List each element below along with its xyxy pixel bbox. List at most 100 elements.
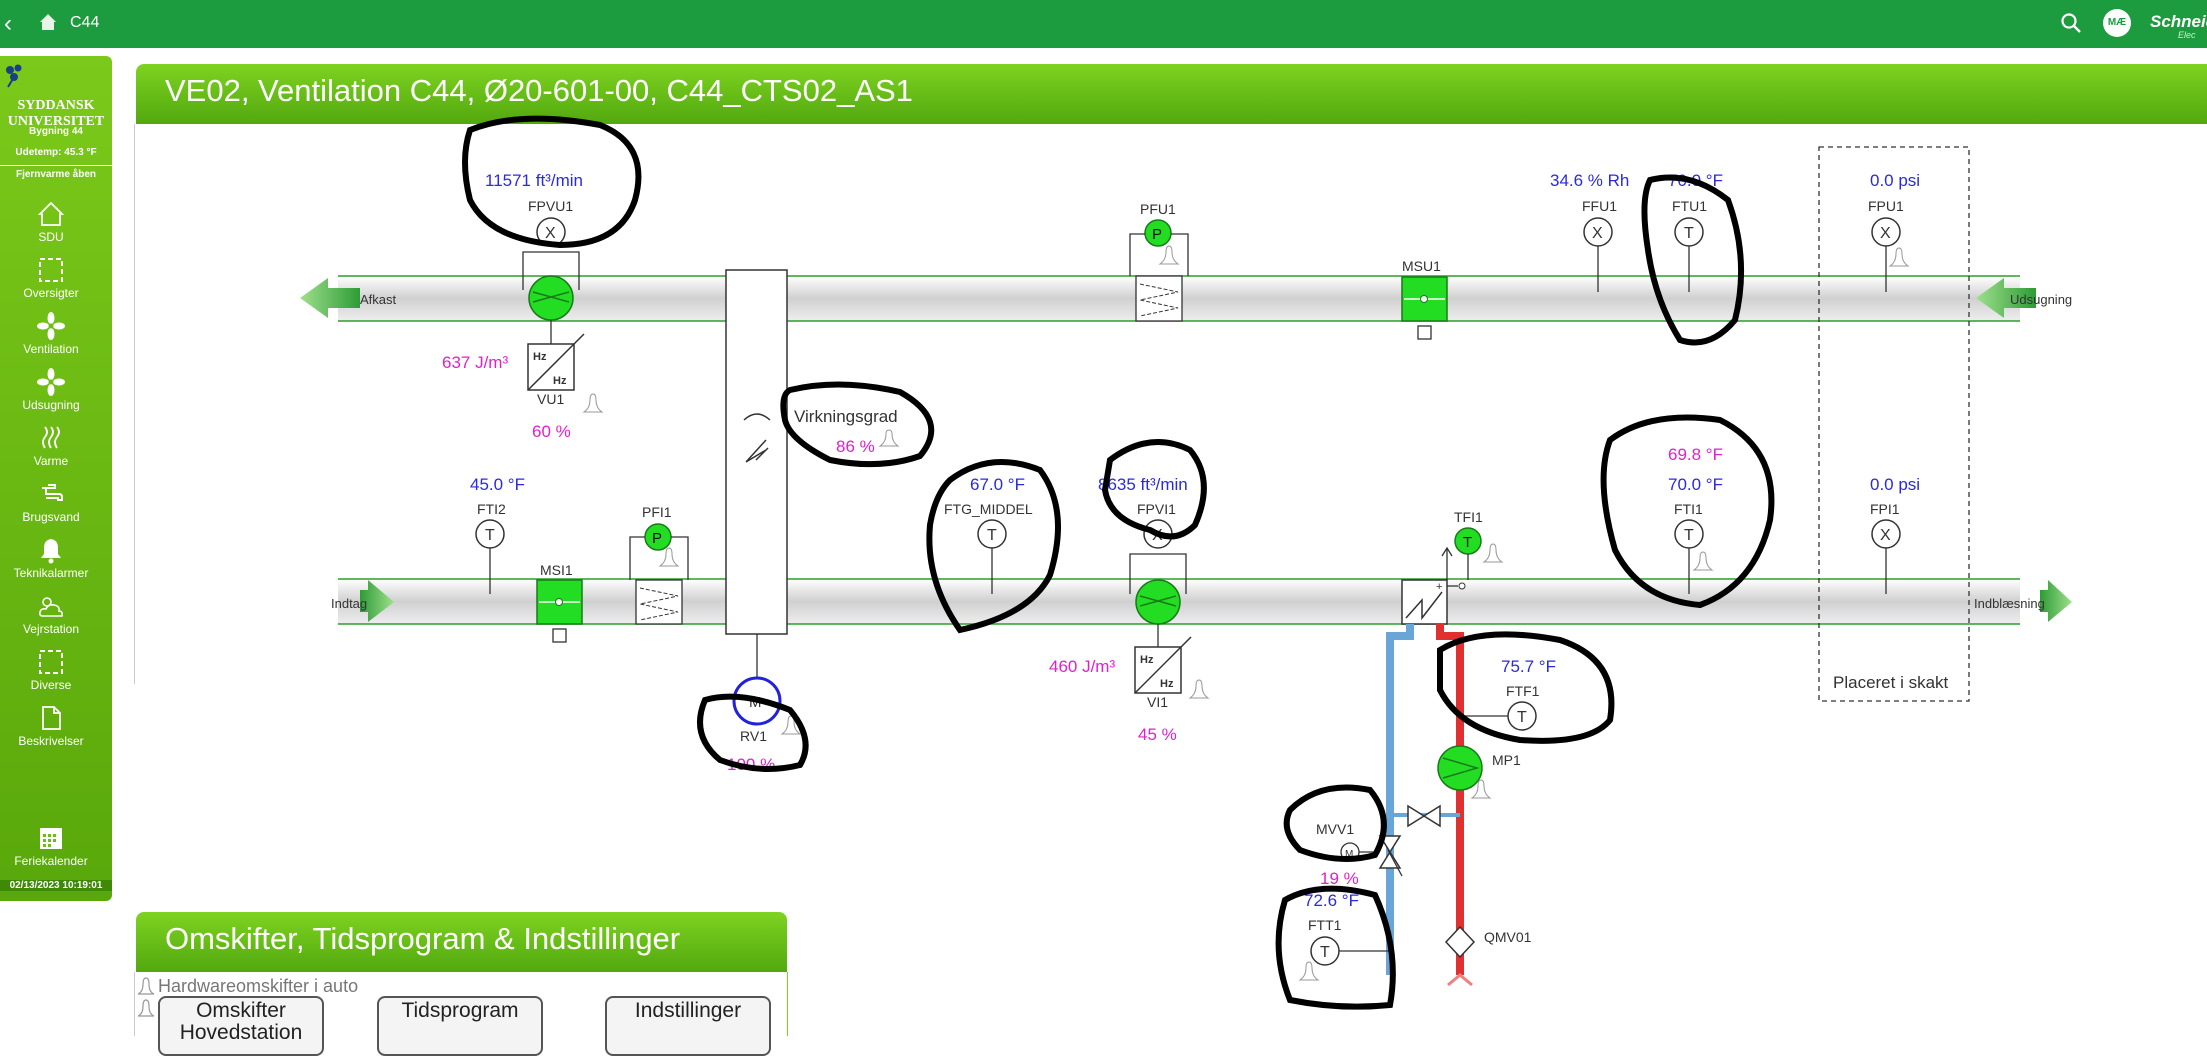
mvv1-label: MVV1 <box>1316 821 1354 837</box>
alarm-bell-icon[interactable] <box>138 974 156 1018</box>
sidebar-item-label: Feriekalender <box>14 854 88 868</box>
sensor-t-glyph: T <box>1320 944 1330 961</box>
bell-icon <box>41 539 61 564</box>
temperature-sensor-icon[interactable] <box>1507 701 1537 731</box>
sidebar-item-ventilation[interactable]: Ventilation <box>0 312 102 356</box>
alarm-bell-icon[interactable] <box>1888 247 1910 267</box>
ftt1-value: 72.6 °F <box>1304 891 1359 910</box>
sidebar-item-label: Vejrstation <box>22 622 80 636</box>
sensor-p-glyph: P <box>1152 226 1162 243</box>
annotation-circle-fpvi1 <box>1101 439 1207 540</box>
sidebar-item-label: SDU <box>38 230 64 244</box>
hardware-switch-status: Hardwareomskifter i auto <box>158 976 359 996</box>
brand-logo-sub: Elec <box>2178 30 2196 40</box>
alarm-bell-icon[interactable] <box>878 429 900 447</box>
sidebar-item-label: Teknikalarmer <box>13 566 89 580</box>
home-icon[interactable] <box>38 12 58 37</box>
shaft-label: Placeret i skakt <box>1833 673 1949 692</box>
sidebar-item-oversigter[interactable]: Oversigter <box>0 256 102 300</box>
home-icon <box>37 201 65 226</box>
sidebar-item-label: Varme <box>33 454 69 468</box>
alarm-bell-icon[interactable] <box>1692 551 1714 571</box>
alarm-bell-icon[interactable] <box>1158 245 1180 265</box>
heat-exchanger[interactable] <box>725 269 788 635</box>
fpvu1-value: 11571 ft³/min <box>485 171 583 190</box>
sidebar-item-brugsvand[interactable]: Brugsvand <box>0 480 102 524</box>
building-label: Bygning 44 <box>29 126 83 137</box>
annotation-circle-fpvu1 <box>462 115 642 249</box>
tap-icon <box>42 484 63 501</box>
fpi1-label: FPI1 <box>1870 501 1900 517</box>
vfd-hz-glyph: Hz <box>533 351 547 363</box>
tidsprogram-button[interactable]: Tidsprogram <box>377 996 543 1056</box>
sidebar-item-label: Udsugning <box>22 398 80 412</box>
weather-icon <box>39 597 63 617</box>
sidebar-item-label: Brugsvand <box>22 510 80 524</box>
vu1-energy: 637 J/m³ <box>442 353 508 372</box>
filter-icon[interactable] <box>1135 275 1183 322</box>
top-bar: ‹ C44 MÆ Schneid Elec <box>0 0 2207 48</box>
indstillinger-button[interactable]: Indstillinger <box>605 996 771 1056</box>
energy-meter-icon[interactable] <box>1444 925 1476 959</box>
fpu1-value: 0.0 psi <box>1870 171 1920 190</box>
search-icon[interactable] <box>2060 12 2082 39</box>
bypass-valve-icon[interactable] <box>1407 804 1441 828</box>
user-avatar[interactable]: MÆ <box>2103 9 2131 37</box>
calendar-icon <box>40 828 62 849</box>
pressure-switch-icon[interactable] <box>1144 219 1172 247</box>
alarm-bell-icon[interactable] <box>1482 543 1504 563</box>
sidebar-item-vejrstation[interactable]: Vejrstation <box>0 592 102 636</box>
ftf1-label: FTF1 <box>1506 683 1540 699</box>
alarm-bell-icon[interactable] <box>582 393 604 413</box>
sidebar: SYDDANSK UNIVERSITET Bygning 44 Udetemp:… <box>0 56 112 901</box>
alarm-bell-icon[interactable] <box>1470 779 1492 799</box>
outdoor-temp: Udetemp: 45.3 °F <box>15 147 97 158</box>
alarm-bell-icon[interactable] <box>780 715 802 735</box>
logo-line-2: UNIVERSITET <box>7 114 105 129</box>
alarm-bell-icon[interactable] <box>1188 679 1210 699</box>
alarm-bell-icon[interactable] <box>1298 961 1320 981</box>
ffu1-label: FFU1 <box>1582 198 1617 214</box>
fti1-setpoint: 69.8 °F <box>1668 445 1723 464</box>
sensor-t-glyph: T <box>1684 527 1694 544</box>
qmv01-label: QMV01 <box>1484 929 1532 945</box>
rotation-icon <box>743 413 771 421</box>
sidebar-item-varme[interactable]: Varme <box>0 424 102 468</box>
annotation-circle-rv1 <box>697 693 809 772</box>
annotation-circle-mvv1 <box>1283 784 1387 862</box>
sidebar-item-udsugning[interactable]: Udsugning <box>0 368 102 412</box>
sidebar-item-beskrivelser[interactable]: Beskrivelser <box>0 704 102 748</box>
flow-pipe <box>1436 624 1464 975</box>
university-logo[interactable]: SYDDANSK UNIVERSITET <box>0 60 112 130</box>
pump-icon[interactable] <box>1437 745 1483 791</box>
alarm-bell-icon[interactable] <box>658 547 680 567</box>
breadcrumb-title[interactable]: C44 <box>70 14 100 31</box>
sensor-x-glyph: X <box>1880 225 1891 242</box>
fpvi1-value: 8635 ft³/min <box>1098 475 1188 494</box>
overview-icon <box>39 258 63 282</box>
exhaust-fan-icon[interactable] <box>528 275 574 321</box>
afkast-label: Afkast <box>360 292 397 307</box>
three-way-valve-icon[interactable] <box>1378 835 1402 869</box>
omskifter-button[interactable]: Omskifter Hovedstation <box>158 996 324 1056</box>
sensor-t-glyph: T <box>1463 534 1472 551</box>
indblaesning-label: Indblæsning <box>1974 596 2045 611</box>
annotation-circle-virkningsgrad <box>780 381 935 468</box>
sidebar-item-label: Beskrivelser <box>18 734 84 748</box>
sdu-leaf-icon <box>6 64 22 88</box>
supply-fan-icon[interactable] <box>1135 579 1181 625</box>
sidebar-item-diverse[interactable]: Diverse <box>0 648 102 692</box>
sidebar-item-teknikalarmer[interactable]: Teknikalarmer <box>0 536 102 580</box>
sidebar-item-feriekalender[interactable]: Feriekalender <box>0 824 102 868</box>
flow-direction-icon <box>1447 973 1473 987</box>
heating-coil-icon[interactable] <box>1401 579 1448 625</box>
sidebar-item-sdu[interactable]: SDU <box>0 200 102 244</box>
udsugning-label: Udsugning <box>2010 292 2072 307</box>
filter-icon[interactable] <box>635 579 683 625</box>
vi1-energy: 460 J/m³ <box>1049 657 1115 676</box>
vfd-hz-glyph: Hz <box>553 375 567 387</box>
fpu1-label: FPU1 <box>1868 198 1904 214</box>
msi1-label: MSI1 <box>540 562 573 578</box>
back-icon[interactable]: ‹ <box>4 10 12 37</box>
